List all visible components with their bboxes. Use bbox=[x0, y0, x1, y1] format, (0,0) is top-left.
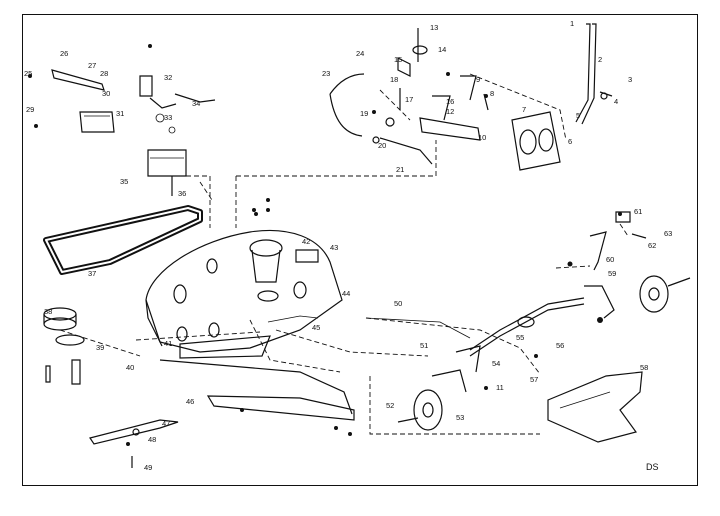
callout-12: 12 bbox=[446, 107, 454, 116]
callout-39: 39 bbox=[96, 343, 104, 352]
front-bar bbox=[159, 359, 355, 421]
callout-21: 21 bbox=[396, 165, 404, 174]
callout-56: 56 bbox=[556, 341, 564, 350]
callout-3: 3 bbox=[628, 75, 632, 84]
callout-45: 45 bbox=[312, 323, 320, 332]
callout-35: 35 bbox=[120, 177, 128, 186]
lift-assembly bbox=[329, 28, 489, 165]
left-spindle-pulley bbox=[43, 307, 85, 385]
callout-33: 33 bbox=[164, 113, 172, 122]
left-bracket-assembly bbox=[51, 69, 216, 196]
callout-53: 53 bbox=[456, 413, 464, 422]
callout-9: 9 bbox=[476, 75, 480, 84]
callout-55: 55 bbox=[516, 333, 524, 342]
callout-51: 51 bbox=[420, 341, 428, 350]
callout-26: 26 bbox=[60, 49, 68, 58]
assembly-guides bbox=[59, 73, 629, 435]
callout-37: 37 bbox=[88, 269, 96, 278]
callout-52: 52 bbox=[386, 401, 394, 410]
callout-17: 17 bbox=[405, 95, 413, 104]
callout-60: 60 bbox=[606, 255, 614, 264]
callout-50: 50 bbox=[394, 299, 402, 308]
callout-29: 29 bbox=[26, 105, 34, 114]
callout-labels: 1234567891011121314151617181920212324252… bbox=[24, 19, 672, 472]
callout-4: 4 bbox=[614, 97, 618, 106]
callout-58: 58 bbox=[640, 363, 648, 372]
callout-46: 46 bbox=[186, 397, 194, 406]
callout-38: 38 bbox=[44, 307, 52, 316]
callout-25: 25 bbox=[24, 69, 32, 78]
callout-41: 41 bbox=[164, 339, 172, 348]
lift-lever bbox=[511, 23, 613, 171]
callout-5: 5 bbox=[576, 111, 580, 120]
callout-40: 40 bbox=[126, 363, 134, 372]
callout-27: 27 bbox=[88, 61, 96, 70]
callout-43: 43 bbox=[330, 243, 338, 252]
discharge-chute bbox=[547, 371, 643, 443]
callout-8: 8 bbox=[490, 89, 494, 98]
lower-pulley bbox=[397, 345, 481, 431]
callout-61: 61 bbox=[634, 207, 642, 216]
drive-belt bbox=[43, 205, 203, 275]
callout-62: 62 bbox=[648, 241, 656, 250]
callout-10: 10 bbox=[478, 133, 486, 142]
fasteners bbox=[28, 44, 622, 446]
callout-1: 1 bbox=[570, 19, 574, 28]
callout-54: 54 bbox=[492, 359, 500, 368]
right-linkage bbox=[469, 211, 691, 357]
callout-63: 63 bbox=[664, 229, 672, 238]
callout-7: 7 bbox=[522, 105, 526, 114]
callout-28: 28 bbox=[100, 69, 108, 78]
callout-30: 30 bbox=[102, 89, 110, 98]
callout-49: 49 bbox=[144, 463, 152, 472]
callout-14: 14 bbox=[438, 45, 446, 54]
callout-36: 36 bbox=[178, 189, 186, 198]
callout-57: 57 bbox=[530, 375, 538, 384]
callout-31: 31 bbox=[116, 109, 124, 118]
callout-23: 23 bbox=[322, 69, 330, 78]
sheet-code: DS bbox=[646, 462, 659, 472]
diagram-border bbox=[22, 14, 698, 486]
callout-13: 13 bbox=[430, 23, 438, 32]
callout-24: 24 bbox=[356, 49, 364, 58]
mower-deck bbox=[145, 212, 343, 359]
callout-42: 42 bbox=[302, 237, 310, 246]
callout-34: 34 bbox=[192, 99, 200, 108]
callout-32: 32 bbox=[164, 73, 172, 82]
callout-19: 19 bbox=[360, 109, 368, 118]
callout-48: 48 bbox=[148, 435, 156, 444]
callout-20: 20 bbox=[378, 141, 386, 150]
callout-47: 47 bbox=[162, 419, 170, 428]
callout-18: 18 bbox=[390, 75, 398, 84]
callout-6: 6 bbox=[568, 137, 572, 146]
callout-59: 59 bbox=[608, 269, 616, 278]
mower-blade bbox=[89, 419, 179, 468]
callout-16: 16 bbox=[446, 97, 454, 106]
callout-2: 2 bbox=[598, 55, 602, 64]
callout-15: 15 bbox=[394, 55, 402, 64]
callout-11: 11 bbox=[496, 383, 504, 392]
callout-44: 44 bbox=[342, 289, 350, 298]
